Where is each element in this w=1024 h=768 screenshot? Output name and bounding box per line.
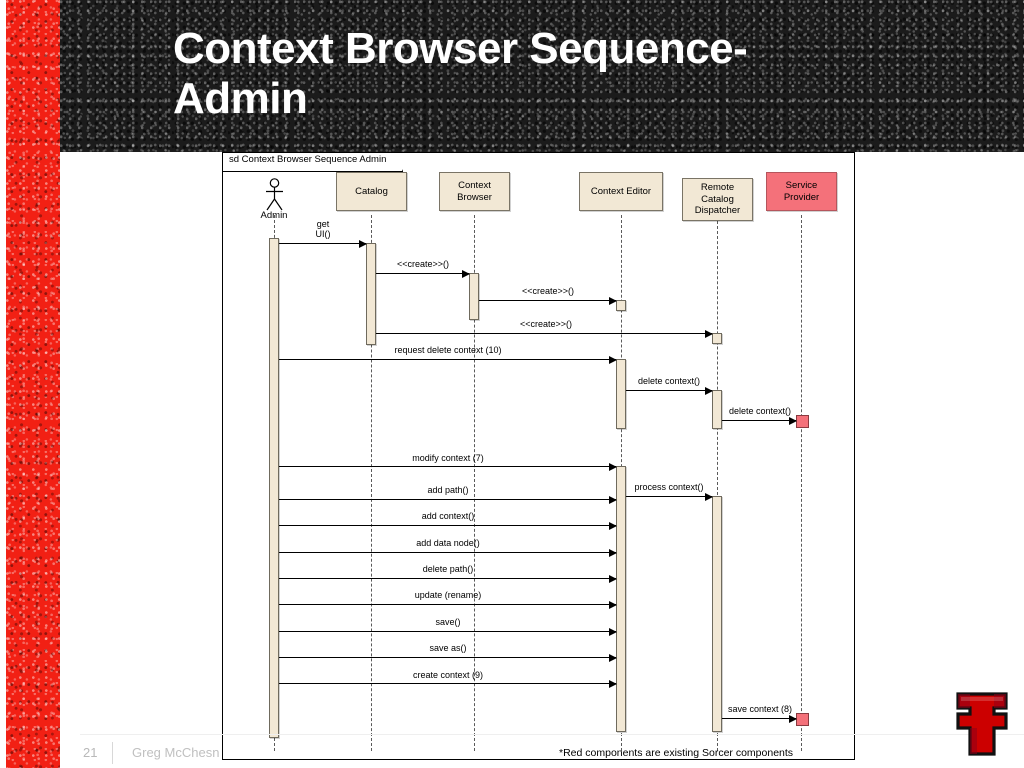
activation-dispatch-process: [712, 496, 722, 732]
message-label-get-ui: get UI(): [315, 219, 331, 239]
service-provider-receive-marker-delete: [796, 415, 809, 428]
actor-icon: [266, 178, 283, 211]
message-label-create-browser: <<create>>(): [396, 259, 450, 269]
message-arrow-create-context: [279, 679, 617, 688]
lifeline-label-context-browser: Context Browser: [457, 180, 492, 203]
message-label-delete-context-dispatcher: delete context(): [637, 376, 701, 386]
activation-admin: [269, 238, 279, 738]
left-red-accent-stripe: [6, 0, 60, 768]
service-provider-receive-marker-save: [796, 713, 809, 726]
message-arrow-add-data-node: [279, 548, 617, 557]
message-arrow-request-delete-context: [279, 355, 617, 364]
lifeline-label-remote-catalog-dispatcher: Remote Catalog Dispatcher: [694, 182, 741, 217]
message-arrow-add-context: [279, 521, 617, 530]
activation-editor-modify: [616, 466, 626, 732]
activation-catalog: [366, 243, 376, 345]
message-label-create-dispatcher: <<create>>(): [519, 319, 573, 329]
message-label-save-context: save context (8): [727, 704, 793, 714]
lifeline-label-service-provider: Service Provider: [783, 180, 820, 203]
message-label-save-as: save as(): [429, 643, 467, 653]
slide-number: 21: [83, 745, 98, 760]
diagram-frame-label: sd Context Browser Sequence Admin: [223, 153, 403, 172]
message-arrow-save: [279, 627, 617, 636]
lifeline-label-context-editor: Context Editor: [590, 185, 652, 197]
activation-browser: [469, 273, 479, 320]
uml-sequence-diagram: sd Context Browser Sequence Admin Admin …: [222, 152, 855, 760]
message-arrow-create-dispatcher: [376, 329, 713, 338]
slide-footer: 21 Greg McChesn: [60, 734, 1024, 768]
lifeline-dispatch: [717, 221, 718, 751]
lifeline-label-admin: Admin: [260, 210, 288, 221]
lifeline-head-context-editor[interactable]: Context Editor: [579, 172, 663, 211]
message-label-create-editor: <<create>>(): [521, 286, 575, 296]
diagram-footnote: *Red components are existing Sorcer comp…: [559, 747, 794, 759]
message-arrow-process-context: [626, 492, 713, 501]
lifeline-head-service-provider[interactable]: Service Provider: [766, 172, 837, 211]
message-label-request-delete-context: request delete context (10): [394, 345, 502, 355]
message-arrow-save-context: [722, 714, 797, 723]
lifeline-head-catalog[interactable]: Catalog: [336, 172, 407, 211]
slide-header-band: Context Browser Sequence- Admin: [60, 0, 1024, 152]
activation-editor-create: [616, 300, 626, 311]
lifeline-label-catalog: Catalog: [355, 185, 388, 197]
message-label-add-context: add context(): [421, 511, 475, 521]
lifeline-head-context-browser[interactable]: Context Browser: [439, 172, 510, 211]
message-label-add-path: add path(): [427, 485, 469, 495]
message-arrow-add-path: [279, 495, 617, 504]
message-arrow-get-ui: [279, 239, 367, 248]
message-label-modify-context: modify context (7): [412, 453, 484, 463]
footer-separator: [112, 742, 113, 764]
message-arrow-update-rename: [279, 600, 617, 609]
lifeline-provider: [801, 215, 802, 751]
message-label-delete-context-provider: delete context(): [728, 406, 792, 416]
lifeline-browser: [474, 215, 475, 751]
page-title: Context Browser Sequence- Admin: [173, 24, 748, 123]
message-label-update-rename: update (rename): [414, 590, 482, 600]
lifeline-catalog: [371, 215, 372, 751]
message-arrow-delete-context-provider: [722, 416, 797, 425]
lifeline-head-remote-catalog-dispatcher[interactable]: Remote Catalog Dispatcher: [682, 178, 753, 221]
texas-tech-double-t-logo: [956, 692, 1008, 756]
footer-divider-rule: [80, 734, 1024, 735]
message-label-delete-path: delete path(): [422, 564, 474, 574]
activation-editor-delete: [616, 359, 626, 429]
message-arrow-modify-context: [279, 462, 617, 471]
activation-dispatch-create: [712, 333, 722, 344]
message-label-process-context: process context(): [634, 482, 704, 492]
presenter-name: Greg McChesn: [132, 745, 220, 760]
message-arrow-save-as: [279, 653, 617, 662]
message-arrow-create-editor: [479, 296, 617, 305]
activation-dispatch-delete: [712, 390, 722, 429]
message-label-save: save(): [435, 617, 461, 627]
message-label-create-context: create context (9): [412, 670, 484, 680]
message-label-add-data-node: add data node(): [416, 538, 480, 548]
message-arrow-delete-context-dispatcher: [626, 386, 713, 395]
message-arrow-create-browser: [376, 269, 470, 278]
message-arrow-delete-path: [279, 574, 617, 583]
